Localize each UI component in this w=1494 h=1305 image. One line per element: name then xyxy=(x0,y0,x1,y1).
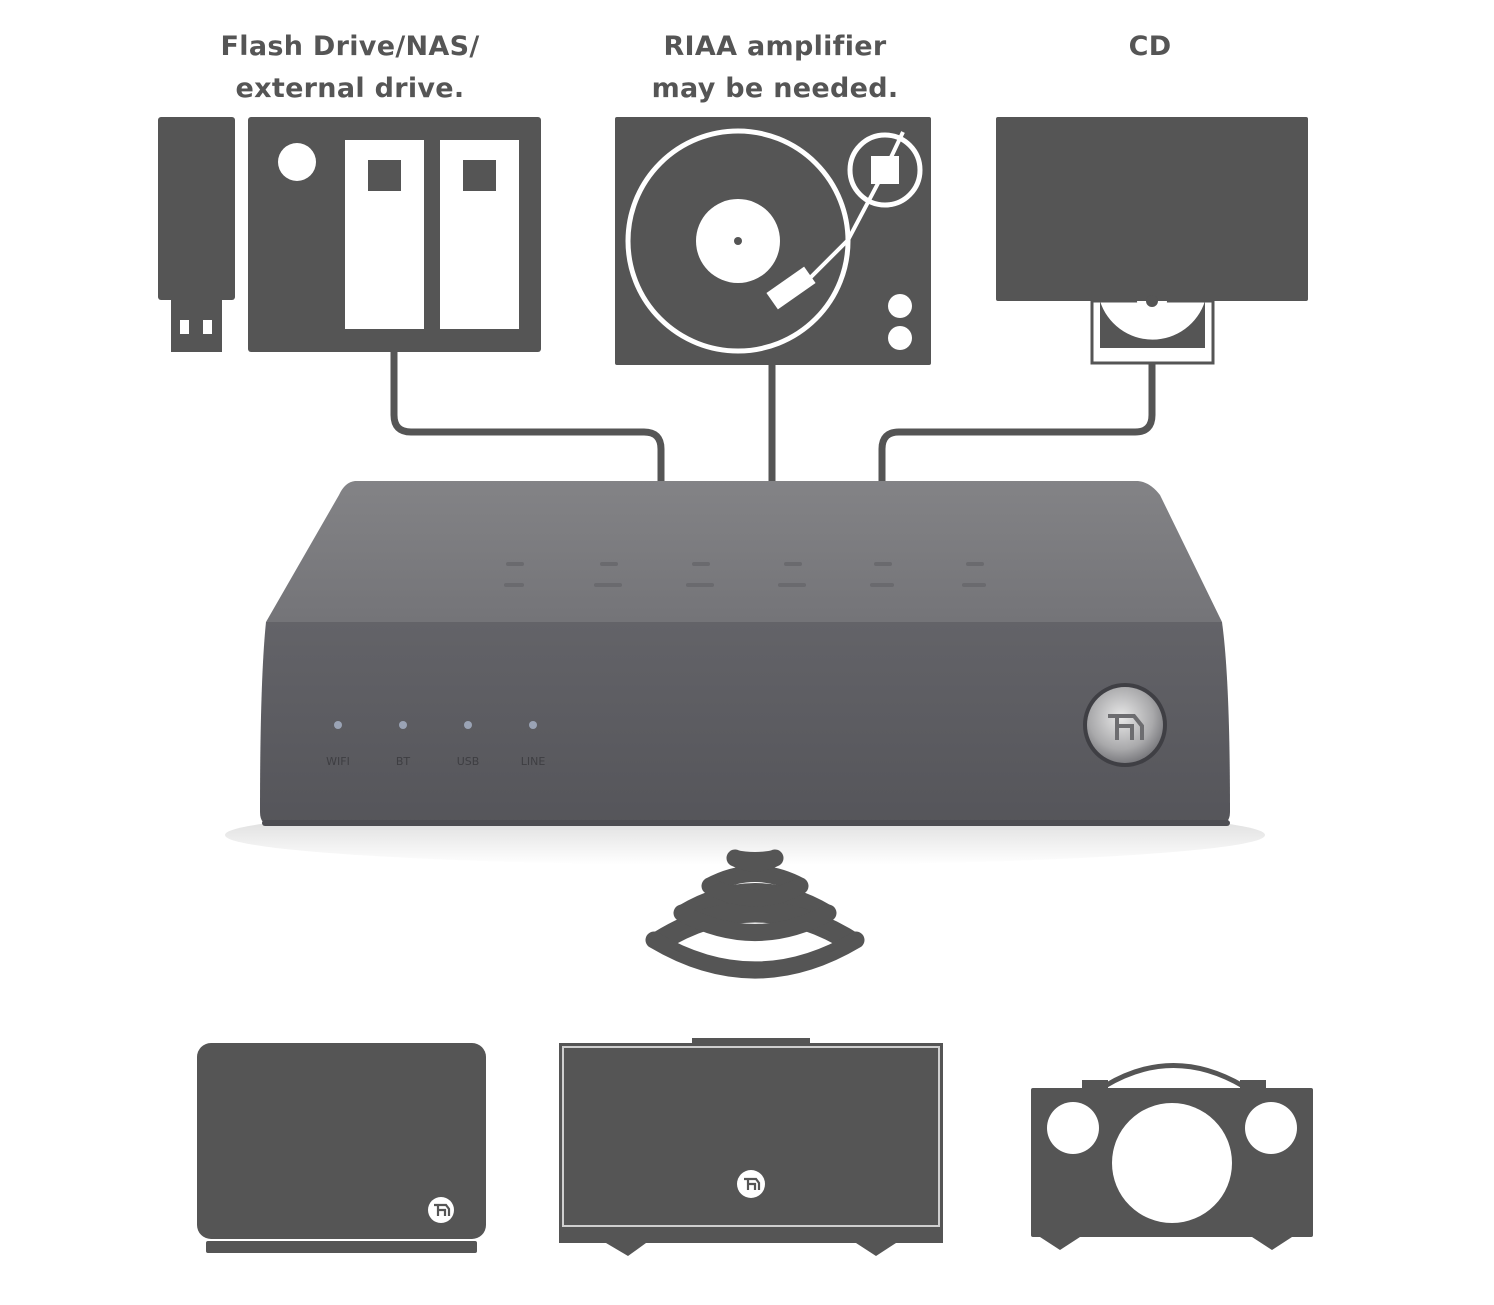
hub-front-panel xyxy=(260,622,1230,826)
flash-label-line-1: Flash Drive/NAS/ xyxy=(220,31,480,62)
top-control-5[interactable] xyxy=(874,562,892,566)
led-usb xyxy=(464,721,472,729)
top-control-9[interactable] xyxy=(686,583,714,587)
riaa-label-line-1: RIAA amplifier xyxy=(663,31,887,62)
wireless-arcs xyxy=(645,849,865,979)
top-control-1[interactable] xyxy=(506,562,524,566)
cd-player-icon xyxy=(996,117,1308,365)
cables xyxy=(390,350,1156,485)
brand-logo-icon xyxy=(1108,714,1144,740)
top-control-2[interactable] xyxy=(600,562,618,566)
led-wifi xyxy=(334,721,342,729)
led-label-bt: BT xyxy=(396,755,411,768)
cable-nas xyxy=(390,350,665,485)
led-bt xyxy=(399,721,407,729)
top-control-6[interactable] xyxy=(966,562,984,566)
flash-label-line-2: external drive. xyxy=(235,73,465,104)
top-control-4[interactable] xyxy=(784,562,802,566)
turntable-icon xyxy=(615,117,931,365)
top-control-3[interactable] xyxy=(692,562,710,566)
nas-drive-icon xyxy=(248,117,541,352)
led-label-wifi: WIFI xyxy=(326,755,350,768)
power-knob[interactable] xyxy=(1083,683,1167,767)
top-control-12[interactable] xyxy=(962,583,986,587)
led-label-line: LINE xyxy=(521,755,546,768)
speaker-large-icon xyxy=(559,1038,943,1256)
indicator-leds: WIFI BT USB LINE xyxy=(326,721,545,768)
top-touch-controls xyxy=(504,562,986,587)
riaa-label-line-2: may be needed. xyxy=(651,73,899,104)
cd-label: CD xyxy=(1090,26,1210,68)
top-control-11[interactable] xyxy=(870,583,894,587)
brand-logo-icon xyxy=(434,1203,451,1216)
usb-flash-drive-icon xyxy=(158,117,235,352)
radio-speaker-icon xyxy=(1031,1063,1313,1250)
cable-cd xyxy=(878,362,1156,485)
speaker-small-icon xyxy=(197,1043,486,1253)
led-label-usb: USB xyxy=(457,755,480,768)
cd-label-line-1: CD xyxy=(1128,31,1172,62)
brand-logo-icon xyxy=(744,1177,761,1190)
flash-drive-nas-label: Flash Drive/NAS/ external drive. xyxy=(200,26,500,110)
streaming-hub: WIFI BT USB LINE xyxy=(260,481,1230,826)
led-line xyxy=(529,721,537,729)
top-control-10[interactable] xyxy=(778,583,806,587)
top-control-8[interactable] xyxy=(594,583,622,587)
hub-top-surface xyxy=(266,481,1222,622)
top-control-7[interactable] xyxy=(504,583,524,587)
riaa-amplifier-label: RIAA amplifier may be needed. xyxy=(620,26,930,110)
